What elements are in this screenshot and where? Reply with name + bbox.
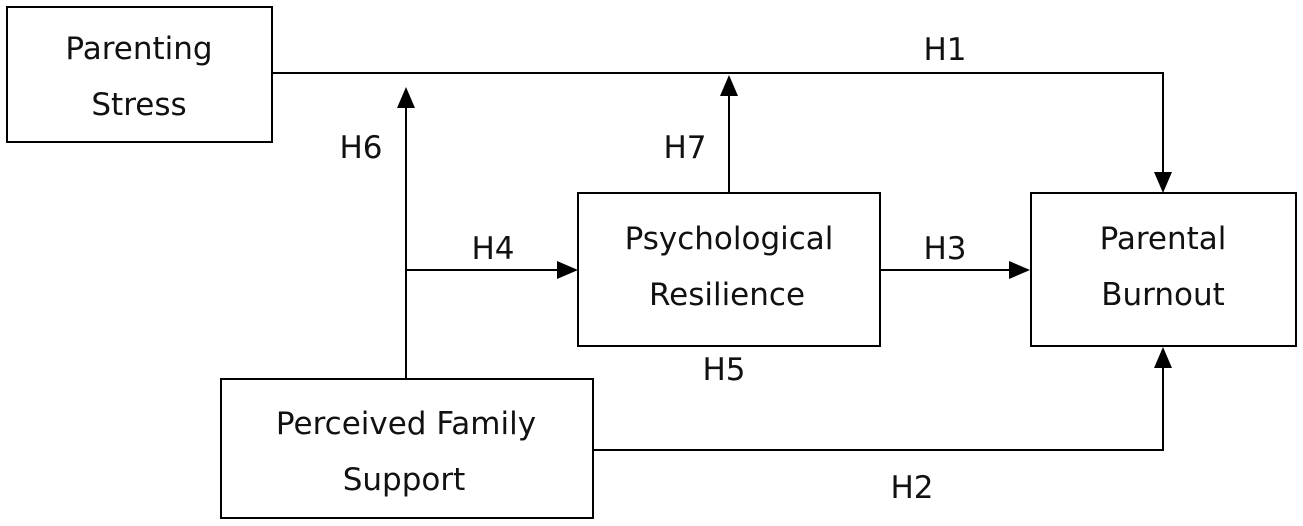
node-parental-burnout-line1: Parental (1100, 221, 1227, 257)
node-parental-burnout-line2: Burnout (1101, 277, 1225, 313)
label-h2: H2 (890, 470, 933, 506)
node-psychological-resilience-line2: Resilience (649, 277, 805, 313)
node-parenting-stress-line2: Stress (91, 87, 186, 123)
node-parenting-stress: Parenting Stress (6, 6, 273, 143)
node-psychological-resilience-line1: Psychological (625, 221, 834, 257)
arrowhead-h1 (1154, 172, 1172, 193)
node-perceived-family-support-line1: Perceived Family (276, 406, 536, 442)
label-h3: H3 (923, 231, 966, 267)
arrowhead-h3 (1009, 261, 1030, 279)
label-h5: H5 (702, 352, 745, 388)
label-h1: H1 (923, 32, 966, 68)
label-h6: H6 (339, 130, 382, 166)
node-parenting-stress-line1: Parenting (65, 31, 212, 67)
edge-h1-stress-to-burnout (272, 72, 1164, 176)
arrowhead-h7 (720, 75, 738, 96)
node-perceived-family-support: Perceived Family Support (220, 378, 594, 519)
arrowhead-h2 (1154, 347, 1172, 368)
arrowhead-h4 (557, 261, 578, 279)
node-perceived-family-support-line2: Support (343, 462, 466, 498)
edge-h2-support-to-burnout (593, 365, 1164, 451)
node-psychological-resilience: Psychological Resilience (577, 192, 881, 347)
label-h4: H4 (471, 231, 514, 267)
node-parental-burnout: Parental Burnout (1030, 192, 1297, 347)
arrowhead-h6 (397, 87, 415, 108)
label-h7: H7 (663, 130, 706, 166)
